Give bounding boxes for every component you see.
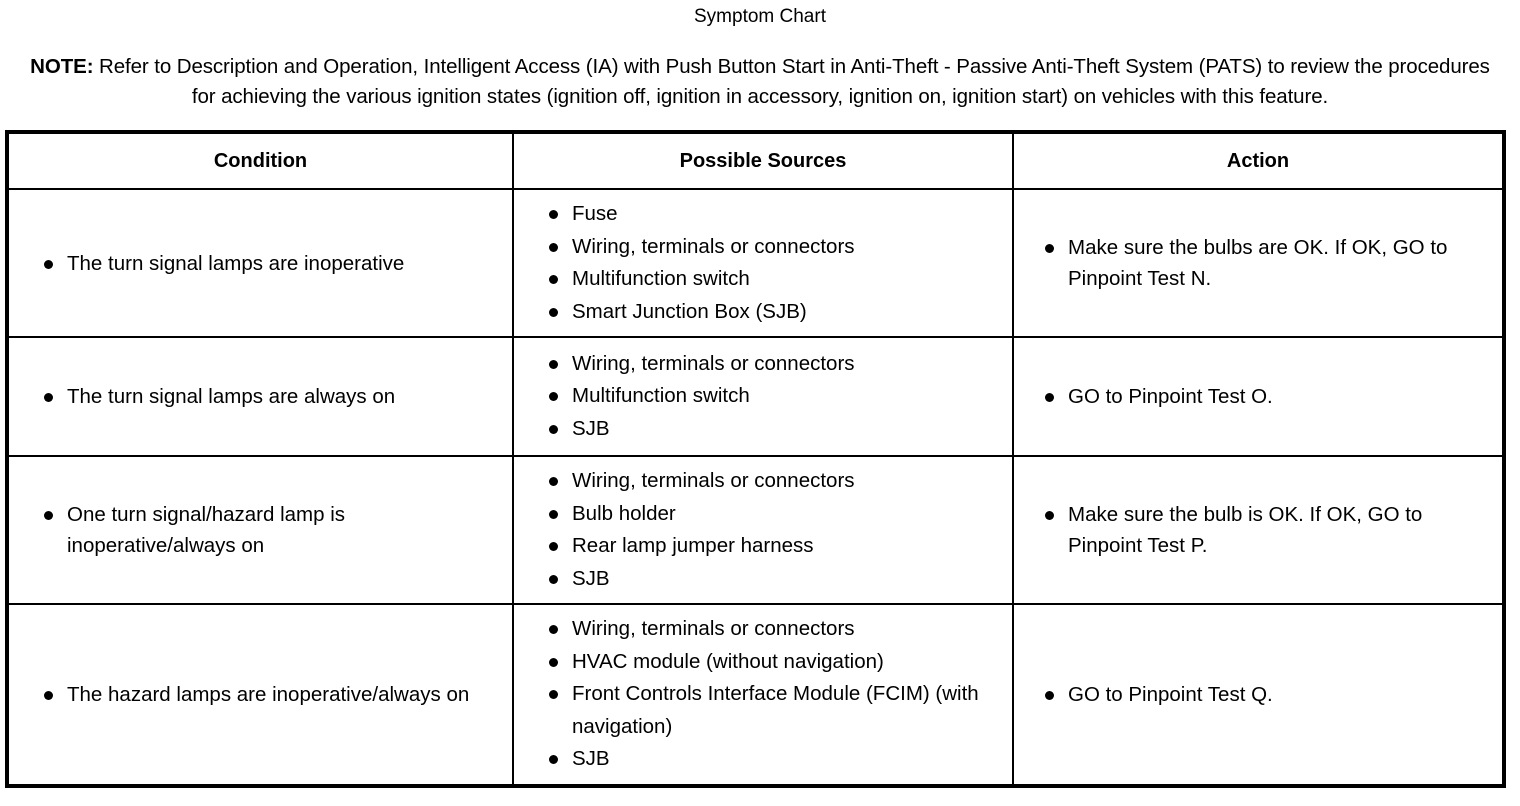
cell-action: Make sure the bulb is OK. If OK, GO to P… [1012,455,1505,605]
action-list: GO to Pinpoint Test O. [1032,381,1484,412]
note-paragraph: NOTE: Refer to Description and Operation… [20,52,1500,112]
symptom-chart-page: Symptom Chart NOTE: Refer to Description… [0,6,1520,806]
cell-condition: The turn signal lamps are inoperative [6,188,514,338]
cell-condition: One turn signal/hazard lamp is inoperati… [6,455,514,605]
list-item: Wiring, terminals or connectors [536,613,998,646]
cell-condition: The turn signal lamps are always on [6,336,514,457]
table-header-row: Condition Possible Sources Action [6,131,1505,190]
column-header-action: Action [1012,131,1505,190]
list-item: Wiring, terminals or connectors [536,348,998,381]
list-item: GO to Pinpoint Test Q. [1032,679,1484,710]
list-item: SJB [536,743,998,776]
list-item: The hazard lamps are inoperative/always … [31,679,500,710]
condition-list: The turn signal lamps are always on [31,381,500,412]
symptom-table: Condition Possible Sources Action The tu… [5,130,1506,788]
action-list: GO to Pinpoint Test Q. [1032,679,1484,710]
cell-possible-sources: Wiring, terminals or connectors Multifun… [512,336,1014,457]
list-item: Multifunction switch [536,263,998,296]
list-item: Smart Junction Box (SJB) [536,296,998,329]
list-item: One turn signal/hazard lamp is inoperati… [31,499,500,561]
page-title: Symptom Chart [694,6,826,27]
cell-action: GO to Pinpoint Test O. [1012,336,1505,457]
note-label: NOTE: [30,55,94,78]
sources-list: Wiring, terminals or connectors Bulb hol… [536,465,998,595]
cell-possible-sources: Wiring, terminals or connectors HVAC mod… [512,603,1014,787]
condition-list: One turn signal/hazard lamp is inoperati… [31,499,500,561]
list-item: Fuse [536,198,998,231]
list-item: Multifunction switch [536,380,998,413]
note-text: Refer to Description and Operation, Inte… [93,55,1490,108]
action-list: Make sure the bulb is OK. If OK, GO to P… [1032,499,1484,561]
list-item: The turn signal lamps are always on [31,381,500,412]
sources-list: Fuse Wiring, terminals or connectors Mul… [536,198,998,328]
cell-possible-sources: Fuse Wiring, terminals or connectors Mul… [512,188,1014,338]
cell-condition: The hazard lamps are inoperative/always … [6,603,514,787]
list-item: Bulb holder [536,498,998,531]
action-list: Make sure the bulbs are OK. If OK, GO to… [1032,232,1484,294]
list-item: Rear lamp jumper harness [536,530,998,563]
table-body: The turn signal lamps are inoperative Fu… [6,188,1505,787]
condition-list: The hazard lamps are inoperative/always … [31,679,500,710]
list-item: HVAC module (without navigation) [536,646,998,679]
list-item: GO to Pinpoint Test O. [1032,381,1484,412]
sources-list: Wiring, terminals or connectors HVAC mod… [536,613,998,776]
list-item: SJB [536,413,998,446]
cell-possible-sources: Wiring, terminals or connectors Bulb hol… [512,455,1014,605]
table-row: The hazard lamps are inoperative/always … [6,603,1505,787]
list-item: The turn signal lamps are inoperative [31,248,500,279]
list-item: Make sure the bulbs are OK. If OK, GO to… [1032,232,1484,294]
list-item: Wiring, terminals or connectors [536,465,998,498]
table-row: The turn signal lamps are always on Wiri… [6,336,1505,457]
cell-action: GO to Pinpoint Test Q. [1012,603,1505,787]
list-item: Wiring, terminals or connectors [536,231,998,264]
condition-list: The turn signal lamps are inoperative [31,248,500,279]
sources-list: Wiring, terminals or connectors Multifun… [536,348,998,446]
table-row: One turn signal/hazard lamp is inoperati… [6,455,1505,605]
table-row: The turn signal lamps are inoperative Fu… [6,188,1505,338]
cell-action: Make sure the bulbs are OK. If OK, GO to… [1012,188,1505,338]
list-item: Front Controls Interface Module (FCIM) (… [536,678,998,743]
column-header-condition: Condition [6,131,514,190]
column-header-possible-sources: Possible Sources [512,131,1014,190]
list-item: Make sure the bulb is OK. If OK, GO to P… [1032,499,1484,561]
list-item: SJB [536,563,998,596]
